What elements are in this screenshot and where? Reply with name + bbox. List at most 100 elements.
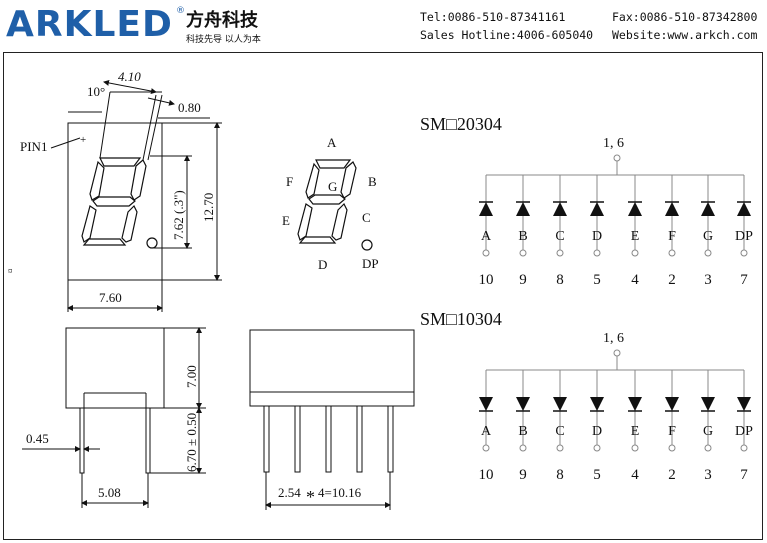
- pin-terminal: [668, 444, 676, 452]
- front-view: [50, 79, 222, 312]
- angle-label: 10°: [87, 84, 105, 99]
- segment-label: C: [555, 424, 564, 439]
- pin-number-label: 8: [556, 467, 564, 483]
- led-diode-icon: [553, 202, 567, 216]
- segment-label: D: [592, 424, 602, 439]
- side-view-left: [22, 327, 206, 508]
- segment-label-f: F: [286, 174, 293, 189]
- side-body-outline-2: [249, 329, 415, 407]
- common-pin-terminal: [613, 154, 621, 162]
- fax-text: Fax:0086-510-87342800: [612, 10, 758, 24]
- hotline-text: Sales Hotline:4006-605040: [420, 28, 594, 42]
- pin-number-label: 7: [740, 272, 748, 288]
- segment-label-g: G: [328, 179, 337, 194]
- side-view-right: [249, 329, 415, 510]
- segment-label: G: [703, 229, 713, 244]
- pin-terminal: [482, 444, 490, 452]
- led-diode-icon: [590, 397, 604, 411]
- pin1-plus-mark: +: [80, 134, 86, 146]
- total-height-dim: 12.70: [201, 193, 216, 222]
- pin-terminal: [704, 249, 712, 257]
- pin-terminal: [482, 249, 490, 257]
- led-diode-icon: [590, 202, 604, 216]
- segment-label: B: [518, 424, 527, 439]
- pin-number-label: 3: [704, 272, 712, 288]
- led-diode-icon: [628, 397, 642, 411]
- pin-number-label: 2: [668, 467, 676, 483]
- segment-label-dp: DP: [362, 256, 379, 271]
- pin-number-label: 7: [740, 467, 748, 483]
- segment-label: A: [481, 424, 492, 439]
- circuit-model-title: SM□20304: [420, 114, 502, 134]
- pitch-dim-left: 2.54: [278, 485, 301, 500]
- pin-terminal: [556, 444, 564, 452]
- tel-text: Tel:0086-510-87341161: [420, 10, 566, 24]
- segment-label-e: E: [282, 213, 290, 228]
- pin-terminal: [740, 249, 748, 257]
- common-pins-label: 1, 6: [603, 136, 624, 151]
- pin-number-label: 5: [593, 272, 601, 288]
- pin-left: [79, 407, 85, 474]
- pin-number-label: 10: [479, 272, 494, 288]
- segment-label: E: [631, 229, 640, 244]
- led-diode-icon: [479, 397, 493, 411]
- pin-terminal: [704, 444, 712, 452]
- led-diode-icon: [701, 202, 715, 216]
- digit-height-dim: 7.62 (.3"): [171, 190, 186, 240]
- segment-label: E: [631, 424, 640, 439]
- pin-terminal: [593, 444, 601, 452]
- drawing-frame: [3, 52, 763, 540]
- digit-outline: [81, 157, 158, 249]
- segment-label: B: [518, 229, 527, 244]
- segment-label: F: [668, 229, 676, 244]
- brand-name-cn: 方舟科技: [186, 10, 258, 31]
- pin-number-label: 10: [479, 467, 494, 483]
- pitch-star: *: [306, 487, 315, 507]
- pin-number-label: 3: [704, 467, 712, 483]
- segment-label: G: [703, 424, 713, 439]
- pin-terminal: [668, 249, 676, 257]
- segment-label: DP: [735, 229, 753, 244]
- pin-number-label: 9: [519, 467, 527, 483]
- pin-terminal: [519, 249, 527, 257]
- side-body-outline: [65, 327, 165, 409]
- circuit-model-title: SM□10304: [420, 309, 502, 329]
- common-pin-terminal: [613, 349, 621, 357]
- width-dim: 7.60: [99, 290, 122, 305]
- segment-label-d: D: [318, 257, 327, 272]
- led-diode-icon: [737, 397, 751, 411]
- slogan-cn: 科技先导 以人为本: [186, 35, 261, 45]
- pin-spacing-dim: 5.08: [98, 485, 121, 500]
- pin-number-label: 4: [631, 467, 639, 483]
- segment-label: A: [481, 229, 492, 244]
- segment-label: DP: [735, 424, 753, 439]
- display-body-outline: [67, 122, 163, 281]
- pin-terminal: [740, 444, 748, 452]
- website-text: Website:www.arkch.com: [612, 28, 758, 42]
- pin-terminal: [631, 444, 639, 452]
- led-diode-icon: [737, 202, 751, 216]
- pin-number-label: 4: [631, 272, 639, 288]
- pin-number-label: 8: [556, 272, 564, 288]
- slant-dim-label: 4.10: [118, 69, 141, 84]
- segment-label-c: C: [362, 210, 371, 225]
- body-height-dim: 7.00: [184, 365, 199, 388]
- led-diode-icon: [665, 397, 679, 411]
- company-logo: ARKLED: [6, 4, 173, 45]
- segment-label-a: A: [327, 135, 337, 150]
- pitch-dim-right: 4=10.16: [318, 485, 362, 500]
- segment-label: D: [592, 229, 602, 244]
- segment-label-b: B: [368, 174, 377, 189]
- pin-right: [145, 407, 151, 474]
- pin-number-label: 2: [668, 272, 676, 288]
- pin1-label: PIN1: [20, 139, 47, 154]
- led-diode-icon: [665, 202, 679, 216]
- segment-map: [297, 159, 373, 251]
- pin-terminal: [519, 444, 527, 452]
- pin-width-dim: 0.45: [26, 431, 49, 446]
- led-diode-icon: [516, 397, 530, 411]
- led-diode-icon: [628, 202, 642, 216]
